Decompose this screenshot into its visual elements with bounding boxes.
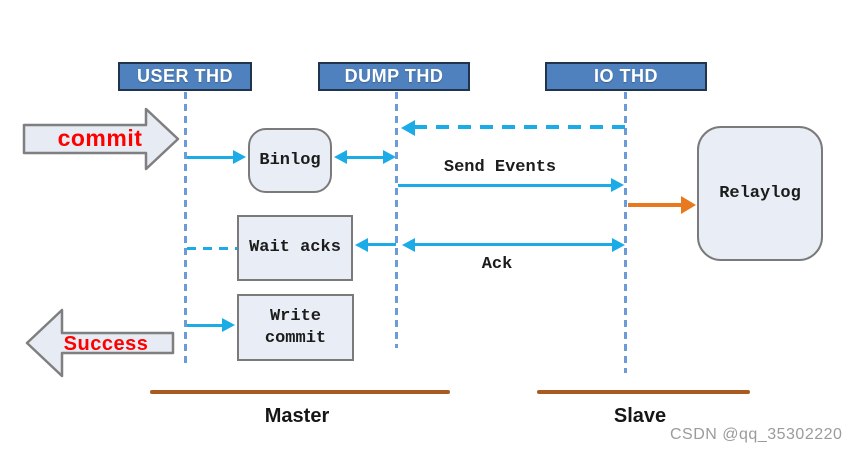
- lane-header-io-thd: IO THD: [545, 62, 707, 91]
- arrowhead-right-icon: [383, 150, 396, 164]
- arrowhead-right-icon: [612, 238, 625, 252]
- right-block-arrow-shape: [22, 107, 180, 171]
- lifeline-dump-thd: [395, 92, 398, 348]
- commit-block-arrow: [22, 107, 182, 178]
- lifeline-io-thd: [624, 92, 627, 373]
- lane-header-user-thd: USER THD: [118, 62, 252, 91]
- node-write-commit: Write commit: [237, 294, 354, 361]
- master-region-line: [150, 390, 450, 394]
- arrowhead-right-icon: [611, 178, 624, 192]
- arrowhead-left-icon: [401, 120, 415, 136]
- arrowhead-right-icon: [233, 150, 246, 164]
- node-binlog: Binlog: [248, 128, 332, 193]
- csdn-watermark: CSDN @qq_35302220: [670, 426, 843, 443]
- success-block-arrow: [25, 304, 175, 385]
- arrowhead-left-icon: [402, 238, 415, 252]
- connector-user-to-waitacks-dashed: [187, 247, 237, 250]
- success-label: Success: [63, 333, 149, 355]
- arrowhead-left-icon: [334, 150, 347, 164]
- master-label: Master: [264, 405, 330, 427]
- arrowhead-left-icon: [355, 238, 368, 252]
- arrowhead-right-icon: [681, 196, 696, 214]
- slave-region-line: [537, 390, 750, 394]
- left-block-arrow-shape: [25, 308, 175, 378]
- slave-label: Slave: [613, 405, 667, 427]
- ack-label: Ack: [481, 255, 513, 274]
- send-events-label: Send Events: [443, 158, 557, 177]
- arrowhead-right-icon: [222, 318, 235, 332]
- lane-header-dump-thd: DUMP THD: [318, 62, 470, 91]
- lifeline-user-thd: [184, 92, 187, 364]
- commit-label: commit: [57, 125, 143, 151]
- node-wait-acks: Wait acks: [237, 215, 353, 281]
- node-relaylog: Relaylog: [697, 126, 823, 261]
